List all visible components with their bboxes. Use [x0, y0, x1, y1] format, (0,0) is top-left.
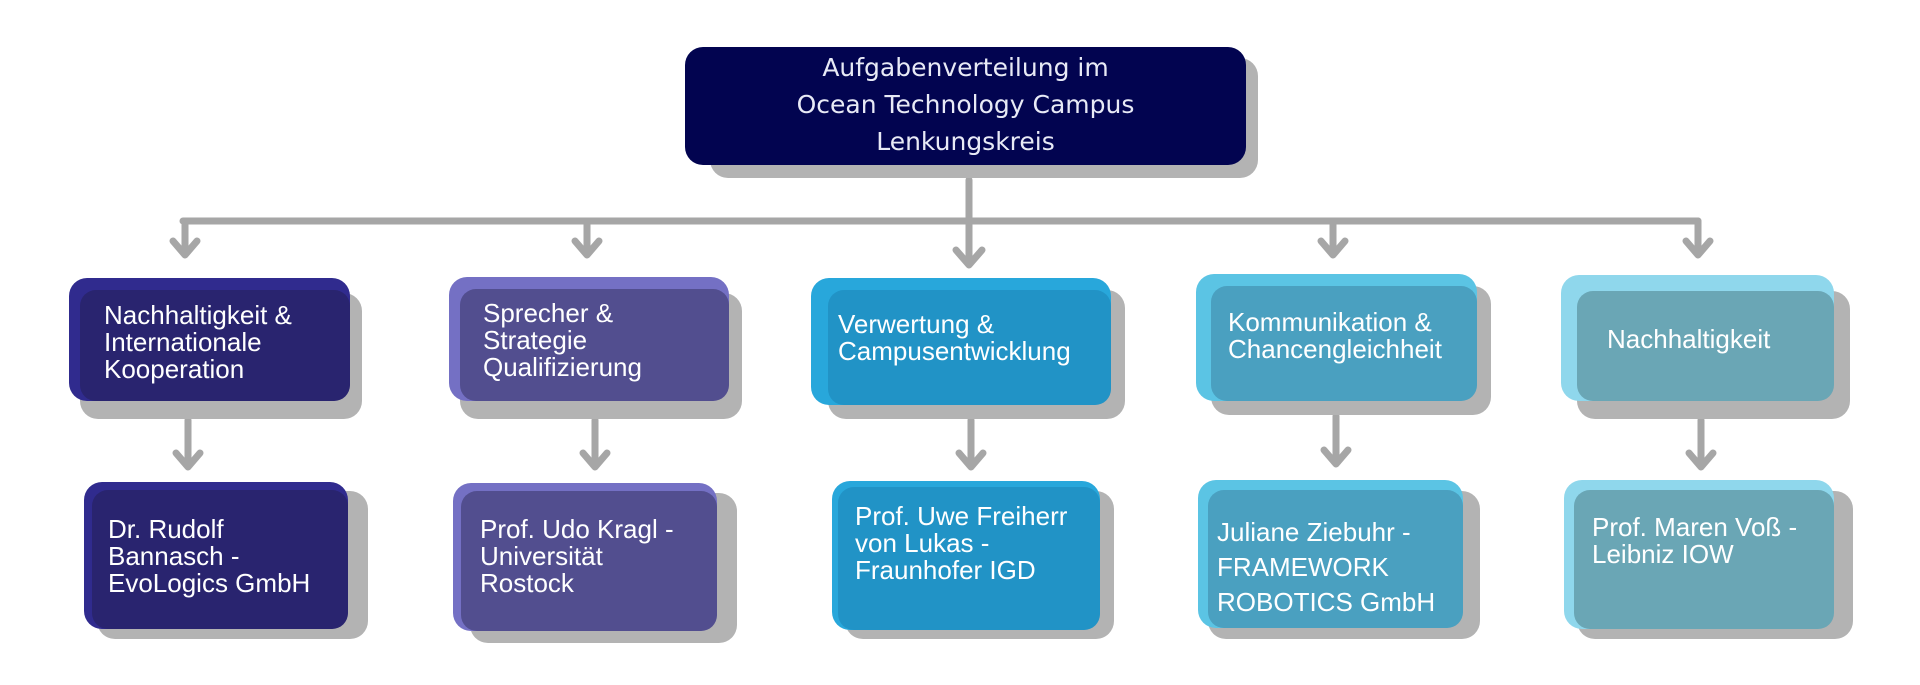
area-label-2: Sprecher & Strategie Qualifizierung — [483, 298, 642, 382]
arrowhead-person-2 — [579, 449, 611, 471]
arrowhead-person-3 — [955, 449, 987, 471]
arrowhead-4 — [1317, 237, 1349, 259]
arrowhead-person-1 — [172, 449, 204, 471]
area-label-5: Nachhaltigkeit — [1607, 324, 1771, 354]
arrowhead-2 — [571, 237, 603, 259]
person-label-2: Prof. Udo Kragl - Universität Rostock — [480, 514, 674, 598]
person-label-3: Prof. Uwe Freiherr von Lukas - Fraunhofe… — [855, 501, 1068, 585]
arrowhead-3 — [952, 246, 986, 269]
arrowhead-1 — [169, 237, 201, 259]
area-label-4: Kommunikation & Chancengleichheit — [1228, 307, 1442, 364]
area-label-3: Verwertung & Campusentwicklung — [838, 309, 1071, 366]
person-label-1: Dr. Rudolf Bannasch - EvoLogics GmbH — [108, 514, 311, 598]
arrowhead-person-5 — [1685, 449, 1717, 471]
arrowhead-5 — [1682, 237, 1714, 259]
person-label-4: Juliane Ziebuhr - FRAMEWORK ROBOTICS Gmb… — [1217, 517, 1436, 617]
area-label-1: Nachhaltigkeit & Internationale Kooperat… — [104, 300, 292, 384]
arrowhead-person-4 — [1320, 446, 1352, 468]
person-label-5: Prof. Maren Voß - Leibniz IOW — [1592, 512, 1798, 569]
